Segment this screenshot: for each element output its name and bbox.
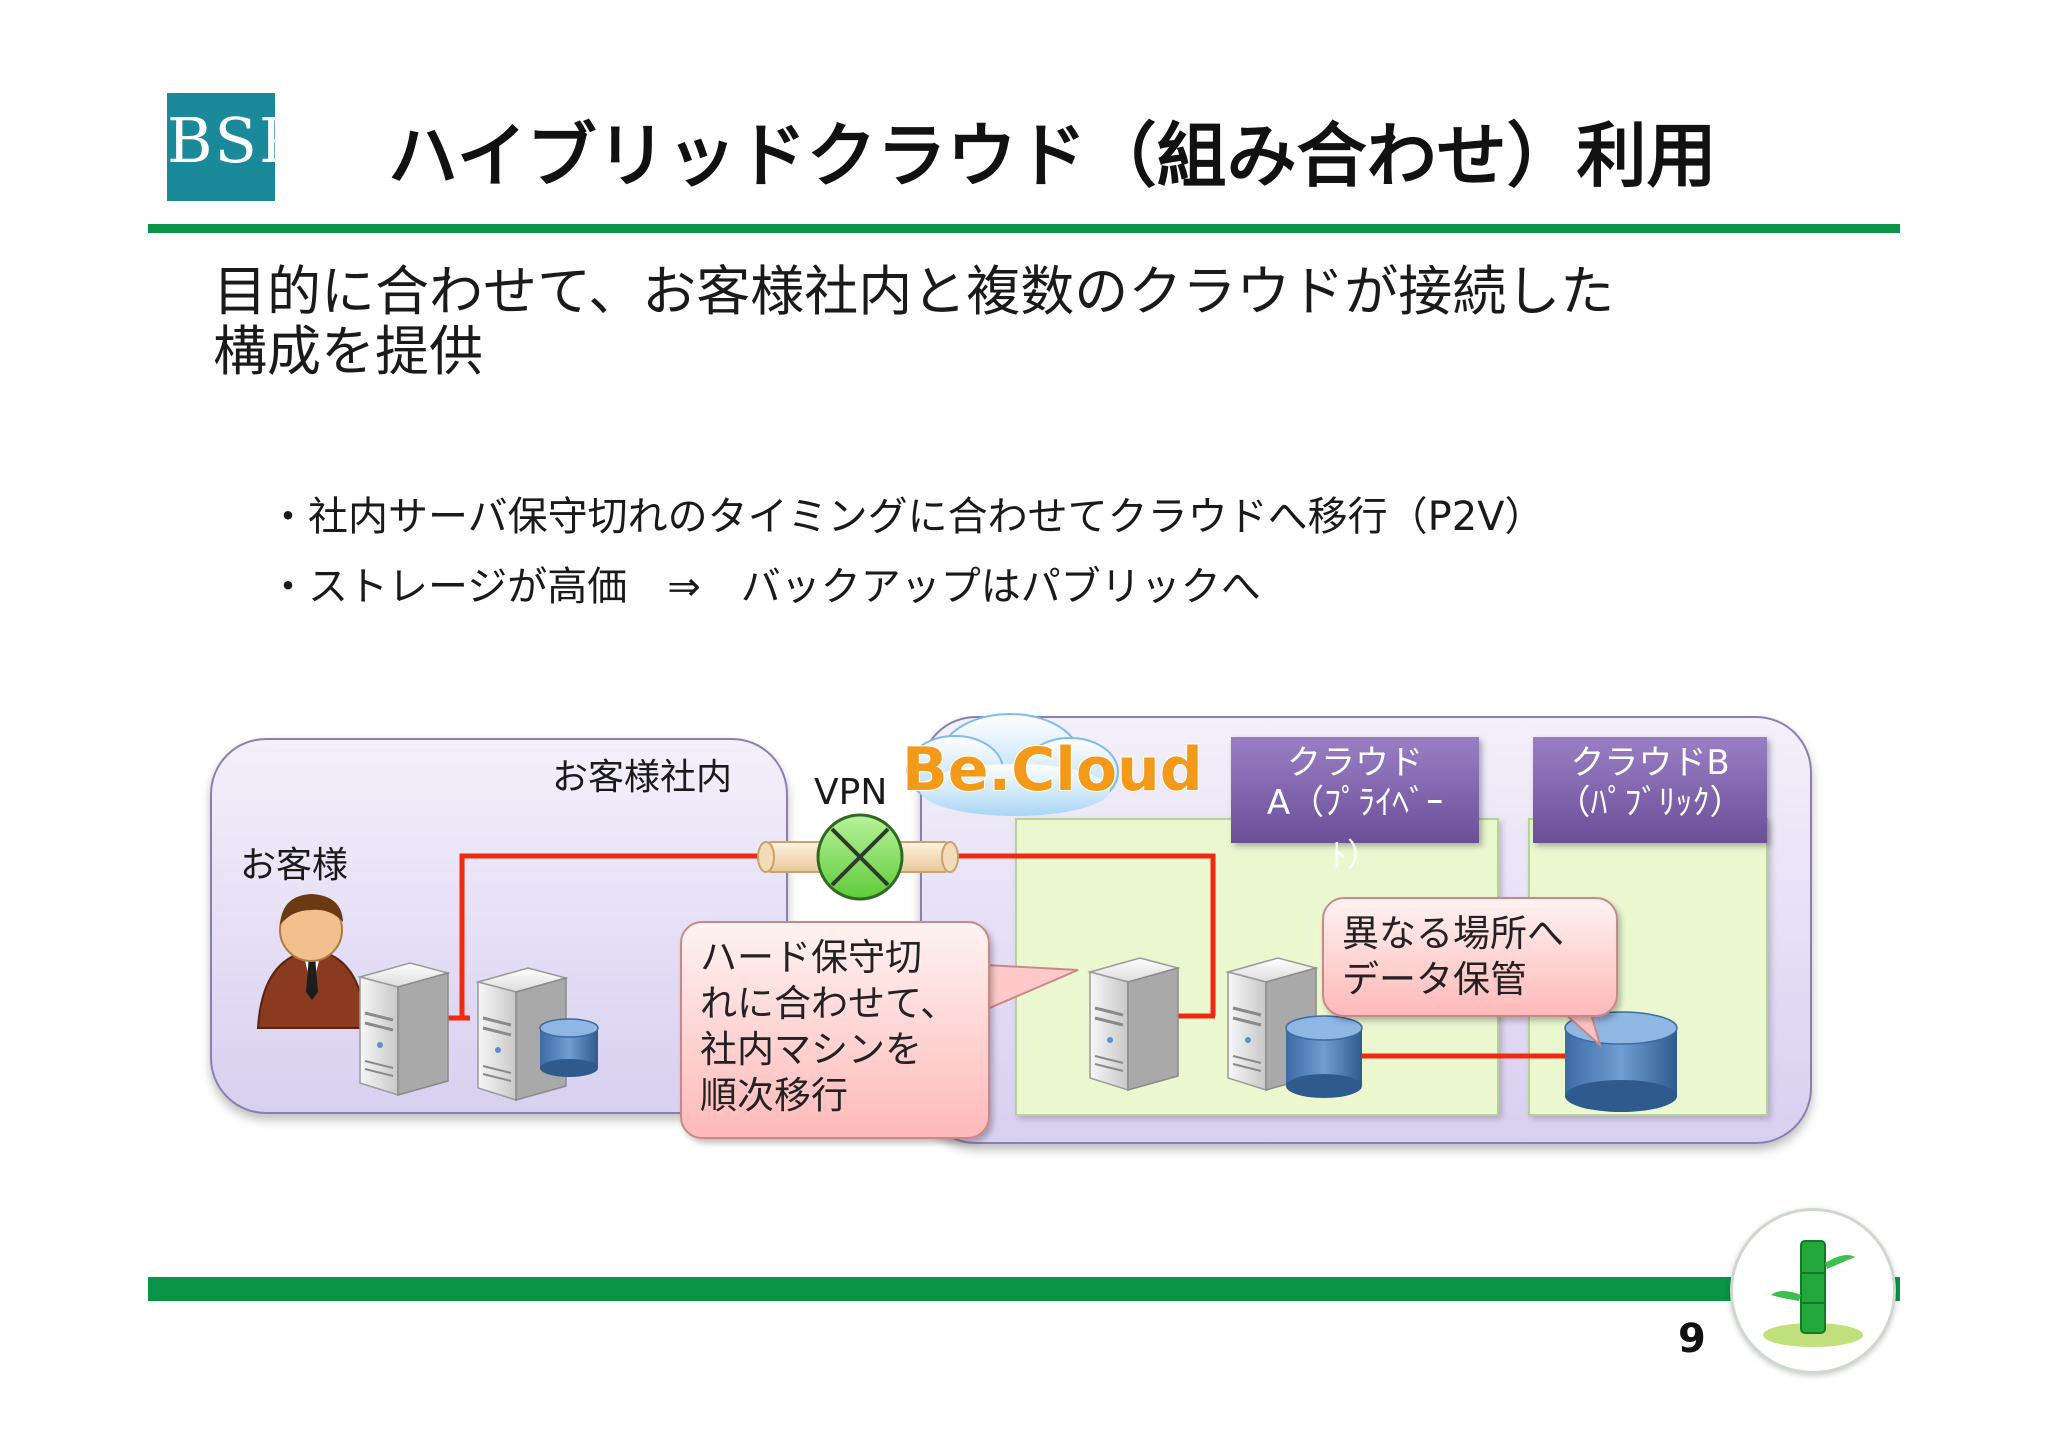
vpn-label: VPN [814, 772, 888, 813]
bamboo-icon [1763, 1240, 1863, 1347]
cloud-a-label-line: ﾄ） [1331, 836, 1380, 874]
customer-server-icon [358, 961, 450, 1097]
bullet-item: ・社内サーバ保守切れのタイミングに合わせてクラウドへ移行（P2V） [268, 494, 1545, 540]
header-divider [148, 224, 1900, 233]
cloud-b-label-line: （ﾊﾟﾌﾞﾘｯｸ） [1556, 783, 1744, 823]
vpn-router-icon [816, 813, 904, 901]
customer-label: お客様 [240, 845, 349, 886]
callout-tail [984, 963, 1079, 1012]
callout-line: ハード保守切 [700, 936, 922, 979]
storage-callout: 異なる場所へ データ保管 [1322, 897, 1618, 1017]
callout-line: れに合わせて、 [700, 982, 958, 1025]
bamboo-emblem [1730, 1208, 1896, 1374]
cloud-b-label-line: クラウドB [1570, 743, 1730, 783]
subtitle-line: 目的に合わせて、お客様社内と複数のクラウドが接続した [213, 260, 1615, 323]
onprem-label: お客様社内 [552, 757, 733, 798]
becloud-cloud-icon [906, 713, 1119, 816]
cloud-a-storage-icon [1285, 1015, 1363, 1098]
subtitle: 目的に合わせて、お客様社内と複数のクラウドが接続した 構成を提供 [213, 262, 1614, 382]
customer-person-icon [256, 894, 368, 1029]
footer-divider [148, 1277, 1900, 1301]
page-title: ハイブリッドクラウド（組み合わせ）利用 [388, 115, 1717, 197]
cloud-a-server-icon [1088, 956, 1180, 1092]
cloud-a-label: クラウド A（ﾌﾟﾗｲﾍﾞｰ [1231, 737, 1479, 843]
subtitle-line: 構成を提供 [213, 320, 483, 383]
migration-callout: ハード保守切 れに合わせて、 社内マシンを 順次移行 [680, 921, 990, 1139]
callout-line: 順次移行 [700, 1074, 848, 1117]
becloud-logo-text: Be.Cloud [902, 735, 1203, 805]
cloud-b-label: クラウドB （ﾊﾟﾌﾞﾘｯｸ） [1533, 737, 1767, 843]
cloud-a-label-line: クラウド [1287, 743, 1423, 783]
callout-line: 社内マシンを [700, 1028, 922, 1071]
bullet-item: ・ストレージが高価 ⇒ バックアップはパブリックへ [268, 564, 1261, 610]
page-number: 9 [1678, 1316, 1706, 1362]
bsp-logo [167, 93, 275, 201]
customer-storage-icon [539, 1018, 599, 1077]
callout-line: データ保管 [1342, 958, 1527, 1001]
callout-line: 異なる場所へ [1342, 912, 1564, 955]
cloud-a-label-line: A（ﾌﾟﾗｲﾍﾞｰ [1266, 783, 1444, 823]
